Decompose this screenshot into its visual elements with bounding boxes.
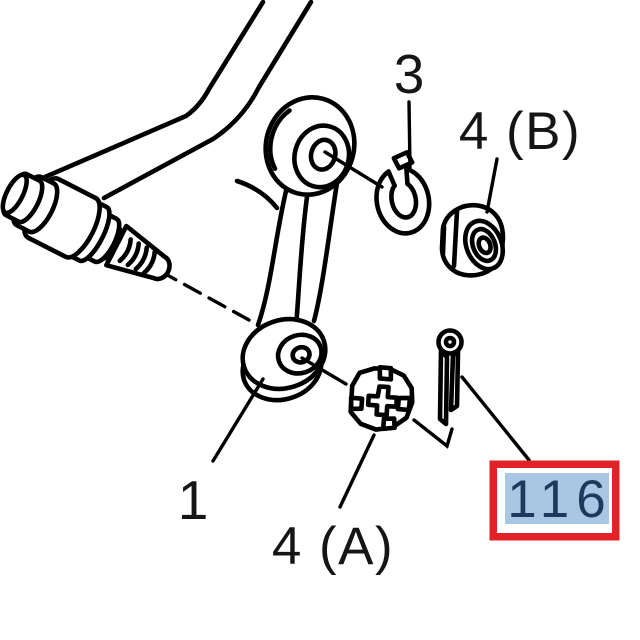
nut-facet-line <box>451 208 460 269</box>
retainer-castellation <box>377 364 394 382</box>
link-arm-right-edge <box>311 180 340 324</box>
leader-line-eye-to-retainer <box>300 356 348 386</box>
axis-pointer-line <box>412 418 454 449</box>
rod-outer-edge <box>42 0 266 180</box>
link-arm-left-edge <box>255 188 289 328</box>
upper-eye-rim-thickness <box>268 108 292 171</box>
callout-label-1[interactable]: 1 <box>178 469 209 531</box>
end-cap-face <box>0 172 29 216</box>
washer-inner-ring <box>389 181 419 220</box>
leader-line-4a <box>338 433 376 509</box>
highlighted-part-number[interactable]: 116 <box>489 460 620 541</box>
rod-end-socket-arc <box>234 178 280 211</box>
cotter-pin-loop-inner <box>443 335 457 349</box>
retainer-castellation <box>348 395 365 412</box>
thread-ridge <box>117 237 133 264</box>
nut-facet-line <box>440 224 447 256</box>
cotter-pin <box>436 328 464 427</box>
assembly-axis-dashed-line <box>158 269 251 322</box>
cotter-pin-long-leg <box>437 348 450 427</box>
cotter-pin-short-leg <box>448 349 461 413</box>
rod-inner-edge <box>101 0 314 201</box>
link-part <box>240 95 357 403</box>
washer-outer-ring <box>374 166 432 236</box>
lock-washer <box>374 150 432 236</box>
callout-label-3[interactable]: 3 <box>394 43 425 105</box>
washer-split-tab <box>391 150 415 171</box>
cotter-pin-loop <box>436 328 464 356</box>
leader-line-3 <box>407 100 412 170</box>
leader-line-eye-to-washer <box>323 150 384 189</box>
link-arm-mid-edge <box>293 194 310 330</box>
retainer-cross-slot <box>365 384 400 418</box>
thread-ridge <box>125 241 142 268</box>
ball-stud-assembly <box>0 171 172 282</box>
leader-line-1 <box>211 377 265 463</box>
leader-line-116 <box>460 375 531 462</box>
nut-hole <box>476 235 493 256</box>
callout-label-4a[interactable]: 4 (A) <box>272 517 394 576</box>
washer-split-ends <box>386 166 410 188</box>
thread-ridge <box>133 245 150 272</box>
thread-ridge <box>141 249 158 276</box>
link-upper-eye <box>263 95 357 197</box>
retainer-castellation <box>380 416 397 432</box>
leader-line-4b <box>485 157 499 214</box>
retainer-castellation <box>395 395 413 413</box>
callout-label-4b[interactable]: 4 (B) <box>459 102 581 161</box>
hex-nut <box>439 203 506 278</box>
castle-retainer <box>348 364 415 432</box>
stabilizer-rod <box>42 0 314 211</box>
highlight-label: 116 <box>507 470 613 529</box>
link-lower-eye <box>240 316 328 403</box>
retainer-silhouette <box>348 366 415 432</box>
highlight-background <box>505 473 609 524</box>
